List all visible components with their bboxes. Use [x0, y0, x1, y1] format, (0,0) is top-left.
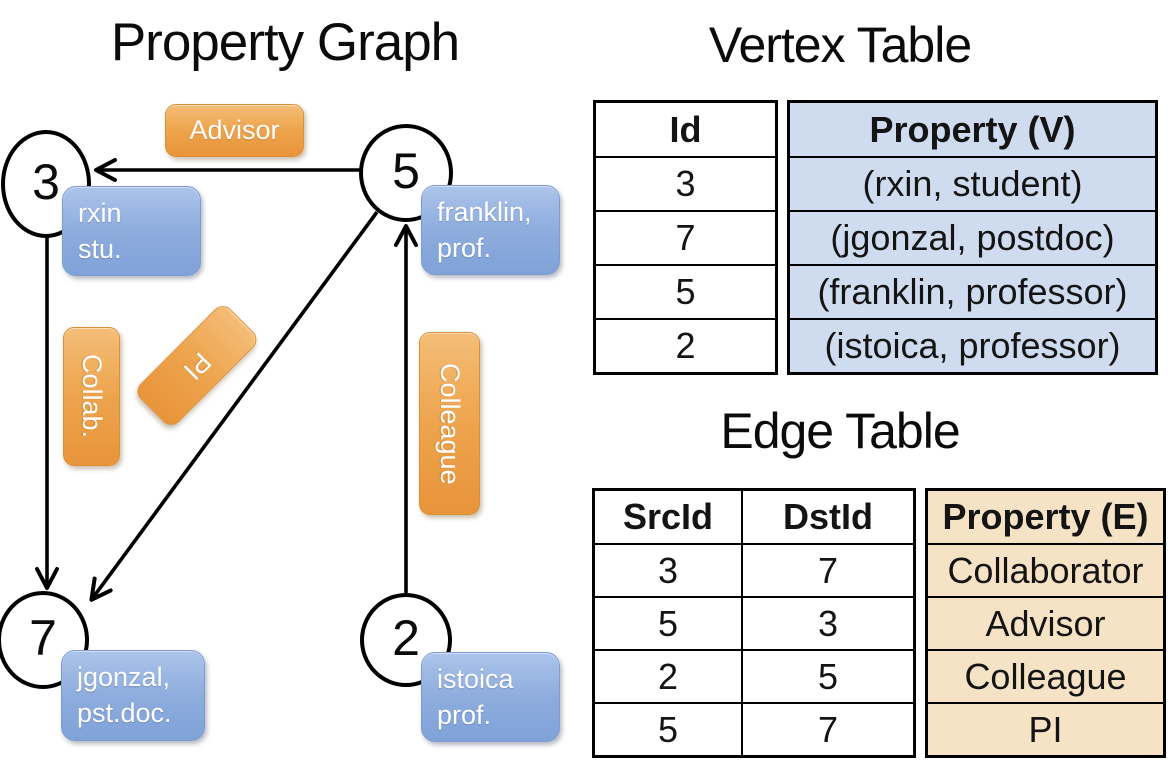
- vertex-table-row-id: 5: [596, 264, 775, 318]
- edge-table-header-row: SrcId DstId: [595, 491, 913, 543]
- node-3-property-box: rxin stu.: [62, 186, 201, 276]
- edge-table-row-property: PI: [928, 702, 1163, 755]
- vertex-table-id-column: Id 3 7 5 2: [593, 100, 778, 375]
- edge-table-dstid: 7: [741, 704, 913, 755]
- edge-table-row: 3 7: [595, 543, 913, 596]
- node-7-property-line2: pst.doc.: [77, 697, 172, 728]
- edge-table-row-property: Collaborator: [928, 543, 1163, 596]
- graph-node-7-id: 7: [29, 610, 57, 666]
- edge-table-srcid: 5: [657, 602, 679, 644]
- node-2-property-line1: istoica: [437, 664, 514, 694]
- vertex-table-header-id: Id: [669, 108, 702, 150]
- property-graph-panel: Property Graph 3 5 7 2 Advisor Collab.: [0, 13, 560, 742]
- node-5-property-box: franklin, prof.: [421, 185, 560, 275]
- edge-table-dstid: 5: [741, 651, 913, 702]
- node-2-property-box: istoica prof.: [421, 652, 560, 742]
- node-2-property-line2: prof.: [437, 699, 492, 730]
- vertex-table-row-id: 3: [596, 156, 775, 210]
- edge-table-row: 5 7: [595, 702, 913, 755]
- vertex-table-row-property: (istoica, professor): [790, 318, 1155, 372]
- node-7-property-box: jgonzal, pst.doc.: [61, 650, 205, 741]
- edge-label-advisor: Advisor: [165, 104, 304, 157]
- edge-table-dstid: 3: [741, 598, 913, 649]
- edge-table-row: 5 3: [595, 596, 913, 649]
- node-3-property-line2: stu.: [78, 233, 122, 264]
- node-3-property-line1: rxin: [78, 198, 122, 228]
- vertex-table-row-property: (franklin, professor): [790, 264, 1155, 318]
- edge-label-colleague: Colleague: [419, 332, 480, 515]
- vertex-table-row-id: 7: [596, 210, 775, 264]
- edge-table-header-srcid: SrcId: [622, 496, 714, 537]
- vertex-table-row-id: 2: [596, 318, 775, 372]
- edge-table-srcid: 3: [657, 549, 679, 591]
- vertex-table-row-property: (jgonzal, postdoc): [790, 210, 1155, 264]
- edge-5-to-7-pi: [89, 210, 379, 602]
- vertex-table-title: Vertex Table: [708, 17, 972, 73]
- edge-table-row-property: Colleague: [928, 649, 1163, 702]
- edge-table-row: 2 5: [595, 649, 913, 702]
- edge-table-srcid: 5: [657, 708, 679, 750]
- node-5-property-line2: prof.: [437, 232, 492, 263]
- vertex-table-header-property: Property (V): [869, 108, 1076, 150]
- vertex-table-property-column: Property (V) (rxin, student) (jgonzal, p…: [787, 100, 1158, 375]
- edge-table-header-property: Property (E): [942, 496, 1149, 537]
- property-graph-title: Property Graph: [110, 13, 460, 72]
- edge-table-title: Edge Table: [720, 403, 960, 459]
- graph-node-5-id: 5: [392, 143, 420, 199]
- edge-table-property-column: Property (E) Collaborator Advisor Collea…: [925, 488, 1166, 758]
- node-5-property-line1: franklin,: [437, 197, 532, 227]
- edge-table-id-columns: SrcId DstId 3 7 5 3 2 5 5 7: [592, 488, 916, 758]
- vertex-table-row-property: (rxin, student): [790, 156, 1155, 210]
- edge-table-dstid: 7: [741, 545, 913, 596]
- edge-table-row-property: Advisor: [928, 596, 1163, 649]
- graph-node-2-id: 2: [392, 610, 420, 666]
- node-7-property-line1: jgonzal,: [77, 662, 171, 692]
- edge-label-collaborator: Collab.: [63, 327, 120, 466]
- graph-node-3-id: 3: [32, 154, 60, 210]
- edge-table-srcid: 2: [657, 655, 679, 697]
- edge-table-header-dstid: DstId: [741, 491, 913, 543]
